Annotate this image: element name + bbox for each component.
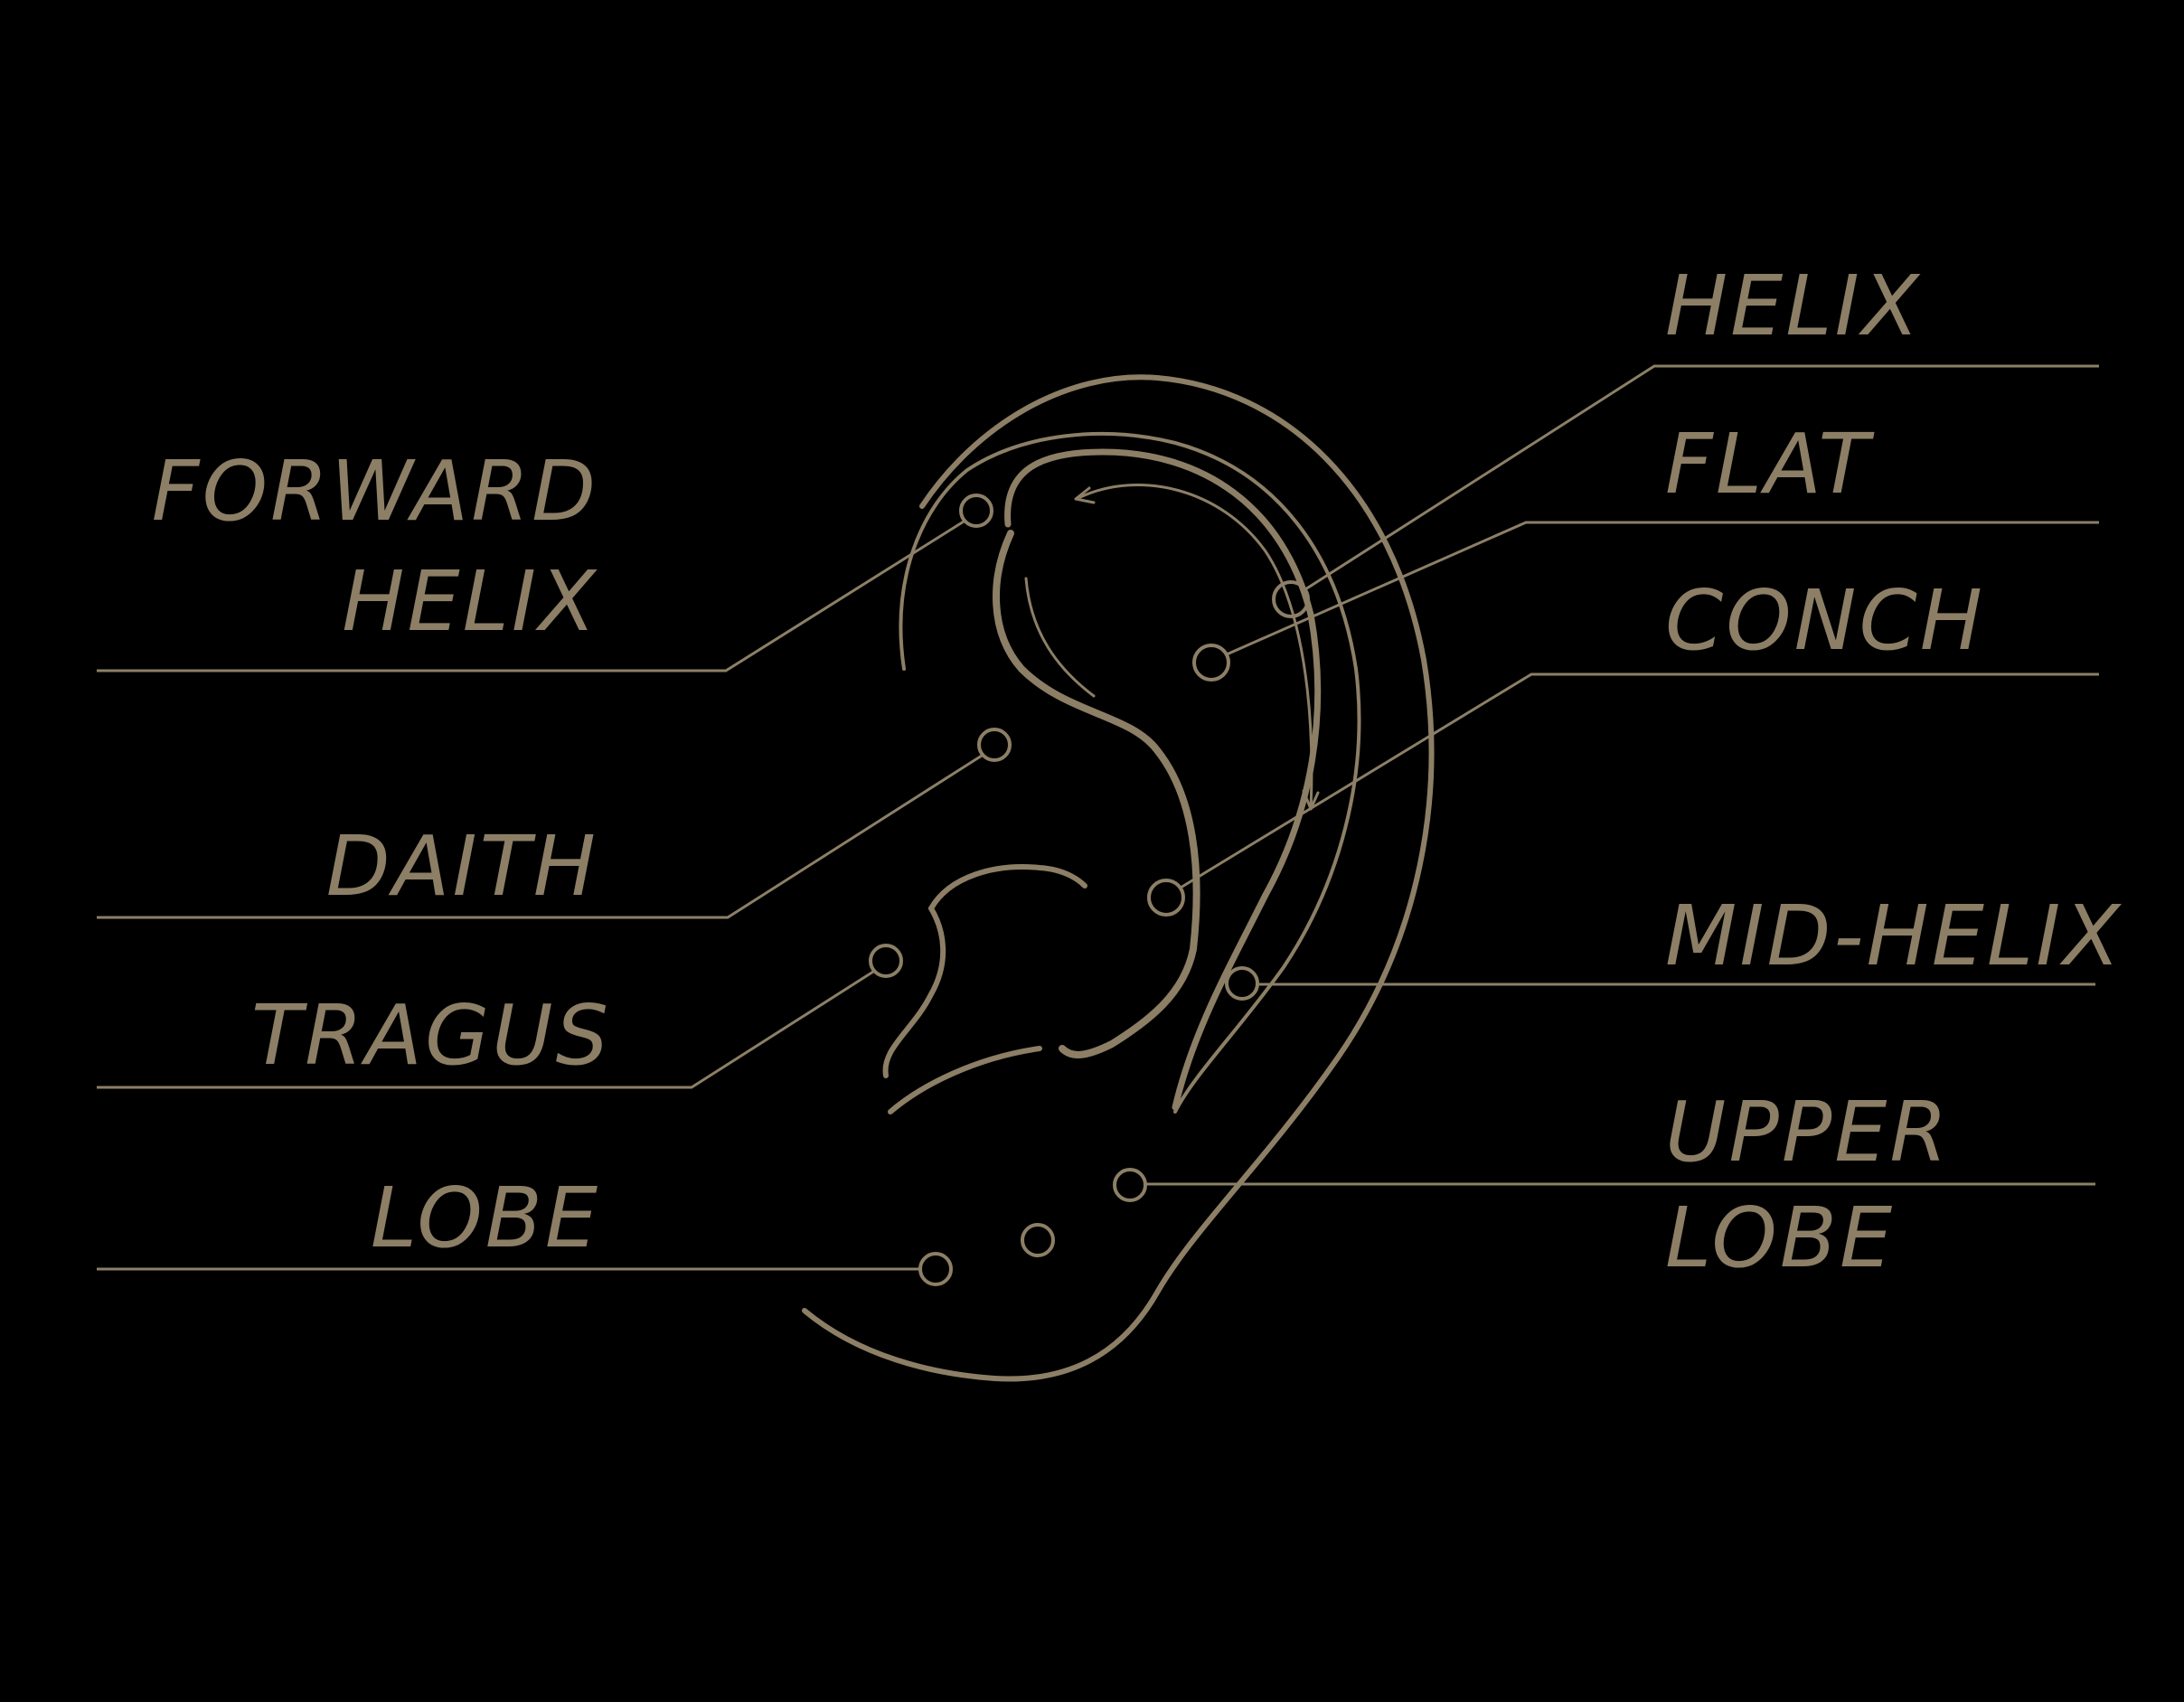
flat-leader xyxy=(1226,521,2099,656)
label-forward-helix-line2: HELIX xyxy=(342,553,598,650)
ear-outline xyxy=(802,374,1435,1382)
label-upper-lobe-line1: UPPER xyxy=(1665,1084,1950,1180)
helix-point xyxy=(1272,580,1310,618)
daith-point xyxy=(977,728,1012,762)
tragus-contour-lower xyxy=(882,906,946,1078)
intertragic-notch xyxy=(888,1046,1042,1114)
label-upper-lobe-line2: LOBE xyxy=(1665,1190,1895,1286)
helix-leader xyxy=(1304,364,2099,591)
label-flat: FLAT xyxy=(1665,416,1875,512)
label-mid-helix: MID-HELIX xyxy=(1665,888,2123,984)
upper-lobe-point xyxy=(1113,1168,1147,1202)
tragus-leader xyxy=(97,970,874,1089)
conch-point xyxy=(1147,879,1185,917)
tragus-point xyxy=(869,944,903,978)
forward-helix-point xyxy=(959,494,993,528)
label-forward-helix-line1: FORWARD xyxy=(152,443,598,540)
crus-of-helix xyxy=(993,530,1200,1058)
label-lobe: LOBE xyxy=(371,1170,600,1266)
label-tragus: TRAGUS xyxy=(251,987,611,1084)
leader-lines xyxy=(97,364,2099,1271)
helix-arrow-head-top xyxy=(1074,486,1096,504)
flat-point xyxy=(1192,644,1230,682)
forward-helix-leader xyxy=(97,520,965,672)
inner-groove xyxy=(1024,577,1096,698)
daith-leader xyxy=(97,754,983,919)
lobe-point xyxy=(918,1252,953,1286)
label-daith: DAITH xyxy=(326,818,598,915)
inner-helix-rim xyxy=(899,432,1361,1114)
conch-leader xyxy=(1180,672,2099,889)
mid-helix-point xyxy=(1225,966,1259,1001)
piercing-points xyxy=(869,494,1310,1286)
middle-lobe-point xyxy=(1021,1223,1055,1257)
labels: FORWARD HELIX DAITH TRAGUS LOBE HELIX FL… xyxy=(152,258,2123,1286)
label-helix: HELIX xyxy=(1665,258,1922,354)
label-conch: CONCH xyxy=(1665,572,1985,669)
antihelix-contour xyxy=(1004,448,1322,1111)
outer-ear-contour xyxy=(802,374,1435,1382)
tragus-contour xyxy=(928,864,1087,911)
helix-arrow xyxy=(1078,484,1313,811)
